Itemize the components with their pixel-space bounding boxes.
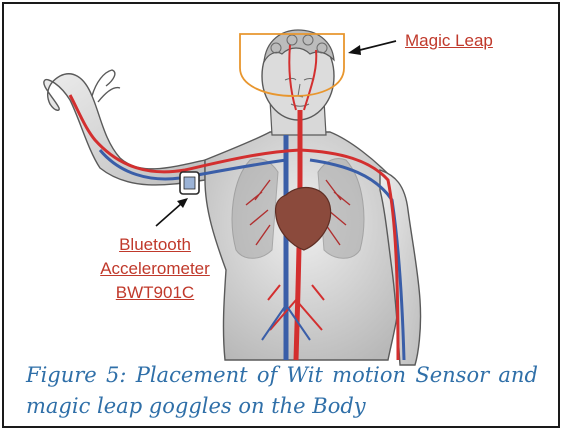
- bluetooth-accelerometer-label: Bluetooth Accelerometer BWT901C: [100, 233, 210, 305]
- bwt901c-sensor-icon: [180, 172, 199, 194]
- body-silhouette: [44, 30, 421, 365]
- bluetooth-label-line: Bluetooth: [100, 233, 210, 257]
- magic-leap-arrow: [348, 41, 396, 55]
- caption-word: Wit: [287, 360, 323, 391]
- caption-line-1: Figure 5: Placement of Wit motion Sensor…: [26, 360, 538, 391]
- caption-line-2: magic leap goggles on the Body: [26, 391, 538, 422]
- caption-word: Figure: [26, 360, 97, 391]
- magic-leap-label: Magic Leap: [405, 29, 493, 53]
- caption-word: Sensor: [415, 360, 489, 391]
- caption-word: and: [498, 360, 538, 391]
- caption-word: 5:: [106, 360, 126, 391]
- accelerometer-label-line: Accelerometer: [100, 257, 210, 281]
- caption-word: of: [257, 360, 277, 391]
- caption-word: motion: [332, 360, 406, 391]
- caption-word: Placement: [136, 360, 248, 391]
- sensor-arrow: [156, 198, 188, 226]
- model-label-line: BWT901C: [100, 281, 210, 305]
- figure-caption: Figure 5: Placement of Wit motion Sensor…: [26, 360, 538, 422]
